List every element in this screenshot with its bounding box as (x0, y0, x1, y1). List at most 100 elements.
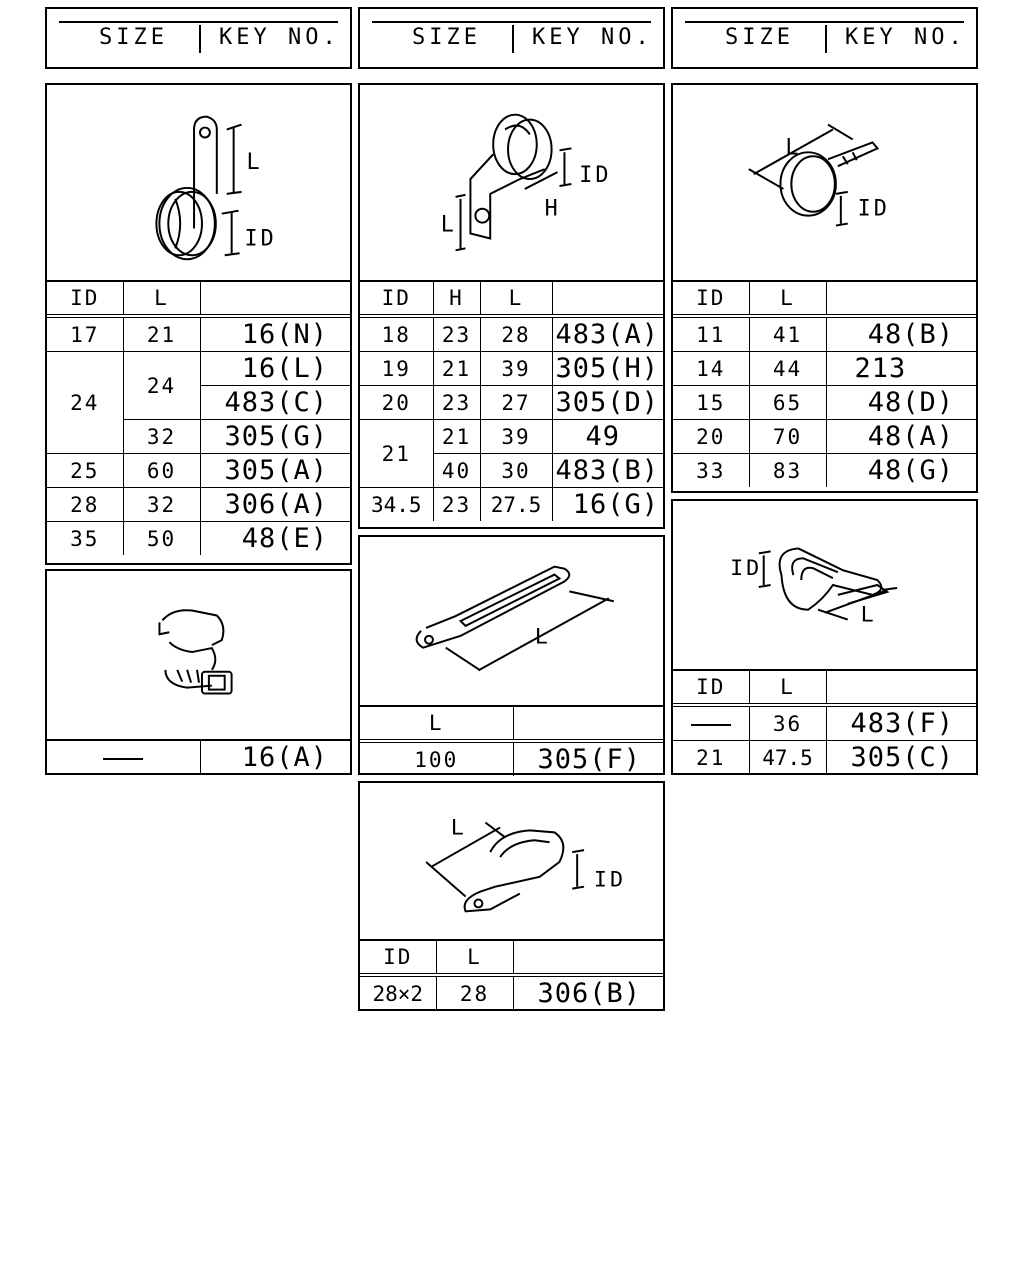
table-row: 33 83 48(G) (673, 453, 976, 487)
cell-key: 483(F) (825, 704, 976, 741)
cell-key: 306(B) (512, 974, 663, 1010)
cell-l: 83 (748, 453, 827, 487)
size-label: SIZE (725, 25, 794, 50)
clamp-panel-2: 16(A) (45, 569, 352, 775)
cell-h: 23 (432, 315, 481, 352)
table-row: 19 21 39 305(H) (360, 351, 663, 386)
cell-l: 28 (435, 974, 514, 1010)
cell-id: 28×2 (360, 974, 437, 1010)
cell-l: 44 (748, 351, 827, 386)
col-l-header: L (360, 707, 514, 743)
clamp-table-6: ID L 11 41 48(B) 14 44 213 15 65 48(D) 2… (673, 282, 976, 487)
table-row: 24 24 16(L) (47, 351, 350, 454)
dash-mark (103, 757, 144, 760)
cell-id: 33 (673, 453, 750, 487)
clamp-panel-5: L ID ID L 28×2 28 306(B) (358, 781, 665, 1011)
col-id-header: ID (47, 282, 124, 318)
table-row: 14 44 213 (673, 351, 976, 386)
cell-l: 28 (479, 315, 553, 352)
cell-id: 24 (47, 351, 124, 454)
cell-key: 16(L) (199, 351, 350, 386)
cell-id: 20 (673, 419, 750, 454)
cell-h: 23 (432, 385, 481, 420)
size-label: SIZE (99, 25, 168, 50)
col-id-header: ID (360, 941, 437, 977)
col-l-header: L (748, 671, 827, 707)
col-h-header: H (432, 282, 481, 318)
p-clip-figure: ID L (673, 501, 976, 671)
cell-dash (47, 741, 201, 774)
bracket-clamp-drawing: L H ID (441, 113, 611, 252)
cell-id: 11 (673, 315, 750, 352)
cell-key: 49 (551, 419, 663, 454)
clamp-panel-1: L ID ID L 17 21 16(N) 24 24 16(L) 483(C)… (45, 83, 352, 565)
table-row: 20 23 27 305(D) (360, 385, 663, 420)
cell-key: 305(D) (551, 385, 663, 420)
table-row: 20 70 48(A) (673, 419, 976, 454)
dim-l-label: L (441, 212, 457, 237)
dim-id-label: ID (579, 163, 611, 188)
col-l-header: L (435, 941, 514, 977)
double-clamp-drawing: L ID (425, 815, 626, 913)
key-no-label: KEY NO. (532, 25, 653, 50)
clamp-table-7: ID L 36 483(F) 21 47.5 305(C) (673, 671, 976, 774)
cell-key: 483(B) (551, 453, 663, 488)
cell-id: 20 (360, 385, 434, 420)
cell-id: 18 (360, 315, 434, 352)
cell-id: 34.5 (360, 487, 434, 521)
col-id-header: ID (673, 282, 750, 318)
size-header-col3: SIZE KEY NO. (671, 7, 978, 69)
cell-h: 21 (432, 419, 481, 454)
dim-l-label: L (247, 150, 263, 175)
cell-l: 100 (360, 740, 514, 776)
table-row: 100 305(F) (360, 740, 663, 776)
cell-key: 48(D) (825, 385, 976, 420)
cell-h: 40 (433, 453, 481, 488)
table-row: 21 47.5 305(C) (673, 740, 976, 774)
cell-l: 27.5 (479, 487, 553, 521)
table-row: 18 23 28 483(A) (360, 315, 663, 352)
band-clamp-figure: L ID (673, 85, 976, 282)
table-row: 21 21 39 49 (360, 419, 663, 488)
cell-l: 65 (748, 385, 827, 420)
cell-id: 25 (47, 453, 124, 488)
col-l-header: L (748, 282, 827, 318)
clamp-panel-3: L H ID ID H L 18 23 28 483(A) 19 21 39 3… (358, 83, 665, 529)
dim-l-label: L (861, 603, 877, 628)
dim-l-label: L (785, 135, 801, 160)
table-row: 36 483(F) (673, 704, 976, 741)
clamp-panel-4: L L 100 305(F) (358, 535, 665, 776)
key-no-label: KEY NO. (219, 25, 340, 50)
dim-h-label: H (545, 197, 561, 222)
cell-l: 39 (479, 351, 553, 386)
size-header-col1: SIZE KEY NO. (45, 7, 352, 69)
key-no-label: KEY NO. (845, 25, 966, 50)
cell-id: 28 (47, 487, 124, 522)
clamp-table-3: ID H L 18 23 28 483(A) 19 21 39 305(H) 2… (360, 282, 663, 521)
clamp-table-5: ID L 28×2 28 306(B) (360, 941, 663, 1010)
cell-h: 21 (432, 351, 481, 386)
cell-key: 16(A) (199, 741, 350, 774)
loop-clamp-figure: L ID (47, 85, 350, 282)
cell-l: 41 (748, 315, 827, 352)
p-clip-drawing: ID L (730, 547, 898, 628)
cell-l: 24 (122, 351, 201, 420)
table-row: 32 305(G) (47, 419, 350, 454)
dim-id-label: ID (594, 868, 626, 893)
cell-id: 15 (673, 385, 750, 420)
cell-key: 305(F) (512, 740, 663, 776)
cell-l: 70 (748, 419, 827, 454)
table-row: 28 32 306(A) (47, 487, 350, 522)
cell-l: 50 (122, 521, 201, 555)
bracket-clamp-figure: L H ID (360, 85, 663, 282)
band-clamp-drawing: L ID (748, 123, 887, 227)
col-key-header (512, 941, 663, 977)
cell-l: 30 (479, 453, 553, 488)
dim-id-label: ID (245, 226, 277, 251)
cell-key: 16(G) (551, 487, 663, 521)
col-key-header (825, 282, 976, 318)
cell-key: 483(C) (200, 385, 350, 420)
cell-l: 32 (123, 419, 201, 454)
cell-key: 213 (825, 351, 976, 386)
strap-figure: L (360, 537, 663, 707)
